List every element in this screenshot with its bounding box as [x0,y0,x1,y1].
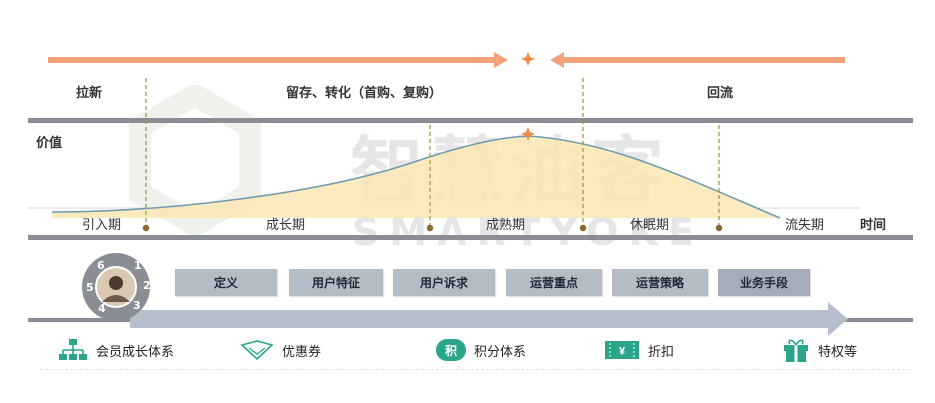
axis-divider-bar [28,235,913,240]
discount-ticket-icon: ¥ [605,341,639,359]
sparkle-icon [521,52,535,66]
discount-icon-text: ¥ [619,346,626,358]
tool-label: 折扣 [648,344,675,360]
phase-label: 引入期 [82,218,122,233]
left-arrow [550,52,845,68]
gift-icon [784,339,808,362]
phase-dot [579,224,587,232]
org-chart-icon [59,339,87,360]
avatar [109,276,123,290]
stage-label-return: 回流 [707,86,734,101]
tool-points: 积 积分体系 [436,335,526,365]
tool-coupon: 优惠券 [240,335,321,365]
step-button-business-means[interactable]: 业务手段 [718,269,810,296]
tool-membership-growth: 会员成长体系 [58,335,174,365]
tool-label: 特权等 [818,344,858,360]
top-divider-bar [28,118,913,123]
phase-dot [142,224,150,232]
phase-dot [715,224,723,232]
phase-label: 成长期 [266,218,306,233]
points-icon: 积 [436,339,466,361]
stage-label-acquire: 拉新 [76,86,103,101]
step-badge: 6 [97,259,105,272]
coupon-icon [240,340,274,361]
tool-label: 积分体系 [474,344,527,360]
phase-label: 成熟期 [486,218,526,233]
bottom-dashed-divider [40,369,910,370]
step-button-ops-focus[interactable]: 运营重点 [506,269,602,296]
phase-label: 流失期 [785,218,825,233]
peak-sparkle-icon [521,127,535,141]
right-arrow [48,52,508,68]
tool-privileges: 特权等 [782,335,857,365]
step-wheel [82,253,150,321]
value-curve-area [52,136,780,218]
phase-label: 休眠期 [630,218,670,233]
step-badge: 4 [98,302,106,315]
process-arrow [130,302,848,336]
tool-label: 优惠券 [282,344,322,360]
step-badge: 3 [133,299,141,312]
phase-dot [426,224,434,232]
watermark-logo-icon [129,85,261,235]
stage-label-retain: 留存、转化（首购、复购） [286,86,443,101]
step-button-ops-strategy[interactable]: 运营策略 [612,269,708,296]
step-badge: 2 [143,279,151,292]
tool-label: 会员成长体系 [96,344,175,360]
step-badge: 5 [86,281,94,294]
step-badge: 1 [134,259,142,272]
step-button-user-traits[interactable]: 用户特征 [289,269,383,296]
step-button-user-needs[interactable]: 用户诉求 [393,269,495,296]
step-button-define[interactable]: 定义 [175,269,277,296]
y-axis-label: 价值 [36,136,63,151]
tool-discount: ¥ 折扣 [604,335,674,365]
value-curve-line [51,135,781,219]
x-axis-label: 时间 [860,218,887,233]
